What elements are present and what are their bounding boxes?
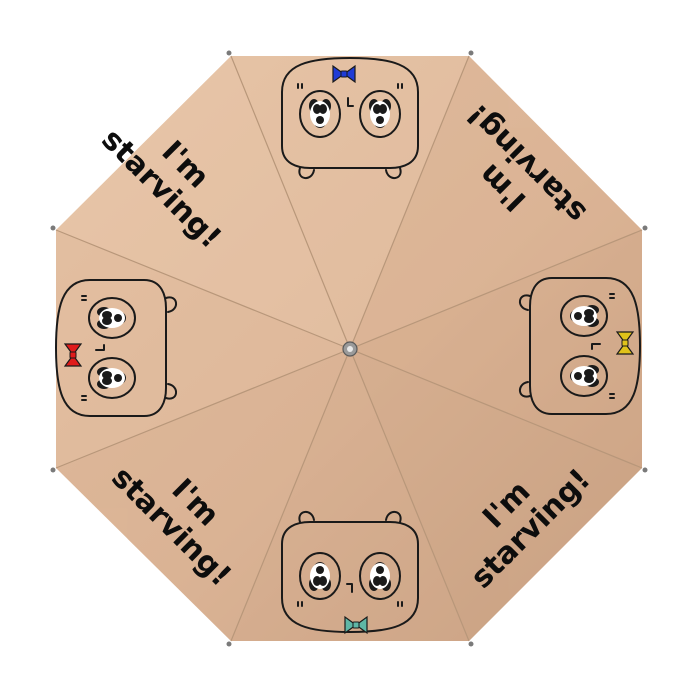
canopy-ribs: [55, 55, 643, 642]
canopy-panels: [56, 56, 642, 641]
umbrella-hub-icon: [342, 341, 358, 357]
rib-tips: [50, 50, 648, 647]
